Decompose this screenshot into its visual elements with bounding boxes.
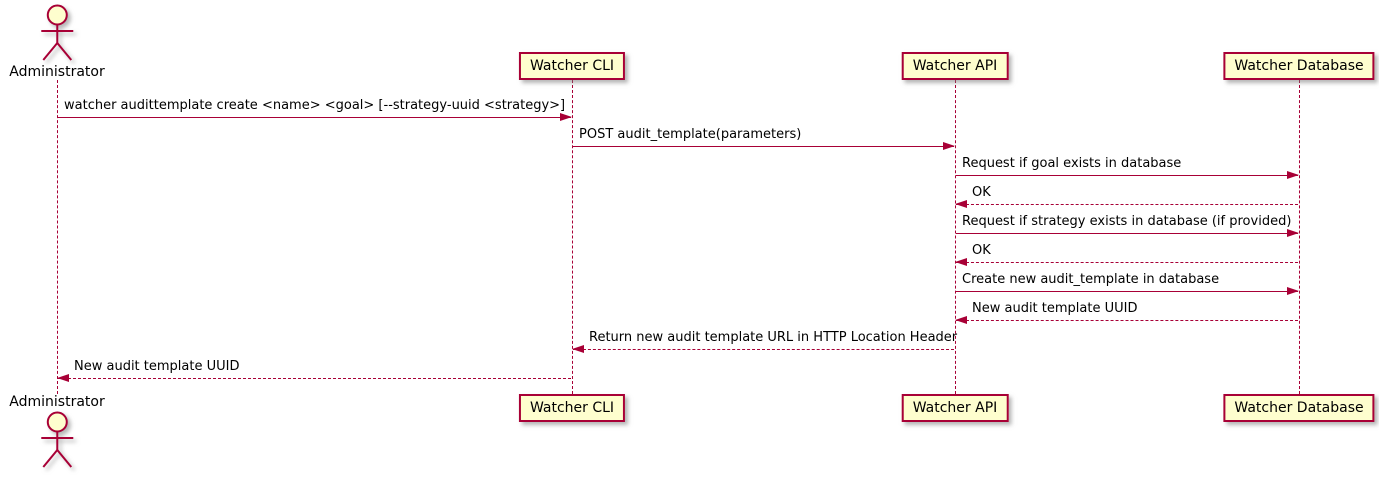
message-3-line [956, 204, 1298, 205]
message-5-label: OK [972, 243, 991, 258]
participant-watcher-database-bottom-box: Watcher Database [1223, 394, 1375, 422]
message-1-label: POST audit_template(parameters) [579, 127, 802, 142]
message-2-arrowhead-icon [1287, 171, 1299, 179]
message-8-line [573, 349, 954, 350]
message-2-line [956, 175, 1298, 176]
participant-watcher-cli-bottom-box: Watcher CLI [518, 394, 626, 422]
message-0-line [58, 117, 571, 118]
message-5-line [956, 262, 1298, 263]
message-8-arrowhead-icon [572, 345, 584, 353]
message-1-line [573, 146, 954, 147]
message-4-arrowhead-icon [1287, 229, 1299, 237]
message-4-label: Request if strategy exists in database (… [962, 214, 1292, 229]
message-7-arrowhead-icon [955, 316, 967, 324]
message-9-label: New audit template UUID [74, 359, 240, 374]
message-5-arrowhead-icon [955, 258, 967, 266]
participant-watcher-api-top-box: Watcher API [901, 52, 1009, 80]
actor-label: Administrator [9, 64, 105, 80]
message-4-line [956, 233, 1298, 234]
actor-person-icon [41, 4, 73, 61]
message-9-arrowhead-icon [57, 374, 69, 382]
lifeline-watcher-cli [572, 80, 573, 394]
participant-watcher-api-bottom-box: Watcher API [901, 394, 1009, 422]
message-0-label: watcher audittemplate create <name> <goa… [64, 98, 566, 113]
message-7-label: New audit template UUID [972, 301, 1138, 316]
message-9-line [58, 378, 571, 379]
actor-person-icon [41, 411, 73, 468]
lifeline-watcher-api [955, 80, 956, 394]
message-8-label: Return new audit template URL in HTTP Lo… [589, 330, 958, 345]
message-0-arrowhead-icon [560, 113, 572, 121]
message-6-arrowhead-icon [1287, 287, 1299, 295]
message-6-line [956, 291, 1298, 292]
actor-administrator-top: Administrator [9, 4, 105, 81]
message-6-label: Create new audit_template in database [962, 272, 1220, 287]
message-7-line [956, 320, 1298, 321]
message-1-arrowhead-icon [943, 142, 955, 150]
message-2-label: Request if goal exists in database [962, 156, 1182, 171]
message-3-arrowhead-icon [955, 200, 967, 208]
participant-watcher-database-top-box: Watcher Database [1223, 52, 1375, 80]
lifeline-administrator [57, 80, 58, 394]
actor-label: Administrator [9, 394, 105, 410]
actor-administrator-bottom: Administrator [9, 394, 105, 471]
lifeline-watcher-database [1299, 80, 1300, 394]
participant-watcher-cli-top-box: Watcher CLI [518, 52, 626, 80]
message-3-label: OK [972, 185, 991, 200]
